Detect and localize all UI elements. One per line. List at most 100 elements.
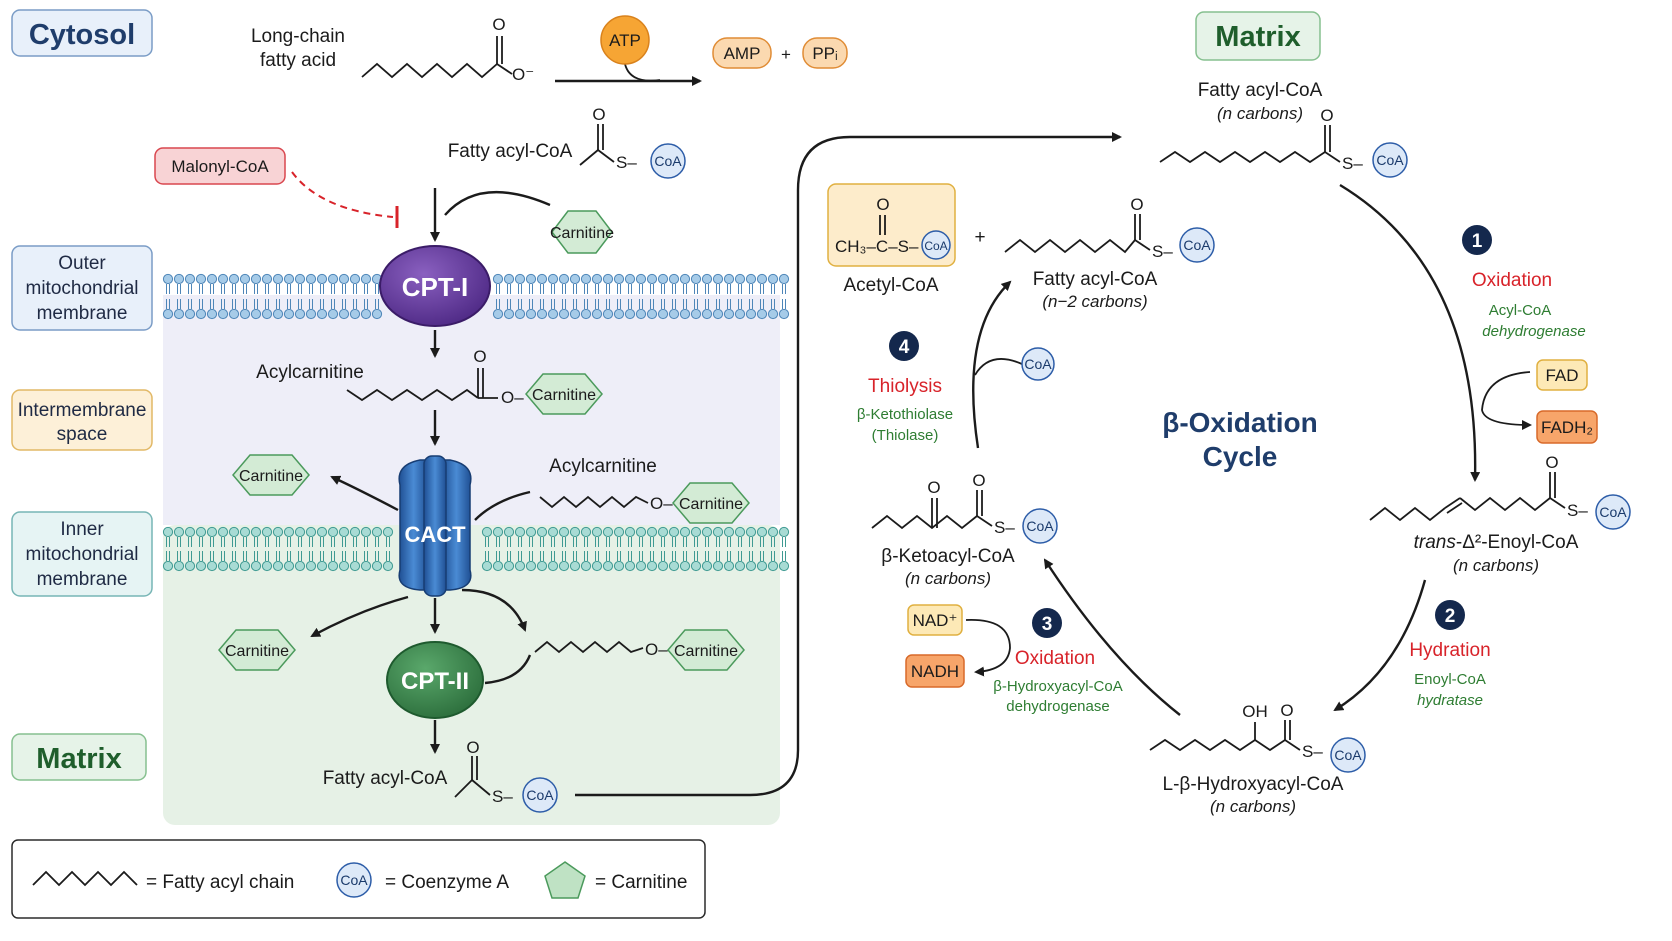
matrix-thioester-s: S– (492, 787, 513, 806)
lipid-head (371, 560, 383, 572)
lipid-head (690, 526, 702, 538)
enoyl-coa-structure: O S– CoA (1369, 453, 1631, 530)
outer-membrane-line2: mitochondrial (26, 278, 139, 299)
lipid-head (492, 273, 504, 285)
lipid-head (492, 526, 504, 538)
lipid-head (228, 273, 240, 285)
lipid-head (591, 560, 603, 572)
lipid-head (745, 273, 757, 285)
lipid-head (547, 308, 559, 320)
step4-number: 4 (889, 331, 919, 361)
lipid-head (712, 308, 724, 320)
long-chain-label-1: Long-chain (251, 26, 345, 47)
enoyl-s: S– (1567, 501, 1588, 520)
hydroxy-sub: (n carbons) (1210, 797, 1296, 816)
step4-title: Thiolysis (868, 376, 942, 397)
lipid-head (316, 308, 328, 320)
lipid-head (360, 526, 372, 538)
coa-circle-icon (1330, 737, 1366, 773)
lipid-head (360, 308, 372, 320)
lipid-head (591, 308, 603, 320)
lipid-head (569, 273, 581, 285)
lipid-head (162, 526, 174, 538)
cpt1-enzyme: CPT-I (379, 245, 491, 327)
carnitine-hexagon-6 (667, 629, 745, 671)
fatty-acyl-coa-cytosol-structure: O S– CoA (579, 105, 686, 179)
keto-o-1: O (927, 478, 940, 497)
lipid-head (503, 526, 515, 538)
step2-title: Hydration (1409, 640, 1490, 661)
lipid-head (525, 560, 537, 572)
intermembrane-line1: Intermembrane (18, 400, 147, 421)
step2-enzyme-1: Enoyl-CoA (1414, 671, 1486, 688)
outer-membrane-line3: membrane (37, 303, 128, 324)
lipid-head (756, 526, 768, 538)
lipid-head (371, 308, 383, 320)
lipid-head (294, 273, 306, 285)
enoyl-name-rest: -Δ²-Enoyl-CoA (1456, 532, 1579, 553)
lipid-head (492, 308, 504, 320)
coa-circle-icon (1179, 227, 1215, 263)
nad-text: NAD⁺ (913, 611, 958, 630)
shortened-s: S– (1152, 242, 1173, 261)
lipid-head (646, 273, 658, 285)
lipid-head (635, 273, 647, 285)
lipid-head (503, 560, 515, 572)
lipid-head (272, 273, 284, 285)
coa-circle-icon (1021, 347, 1055, 381)
lipid-head (349, 308, 361, 320)
step2-enzyme-2: hydratase (1417, 692, 1483, 709)
acylcarnitine-to-cpt2 (484, 654, 532, 685)
lipid-head (261, 273, 273, 285)
nadh-text: NADH (911, 662, 959, 681)
lipid-head (613, 526, 625, 538)
acylcarnitine-ester-o: O– (501, 388, 524, 407)
lipid-head (305, 308, 317, 320)
lipid-head (327, 526, 339, 538)
atp-badge: ATP (600, 15, 650, 65)
lipid-head (382, 560, 394, 572)
lipid-head (734, 308, 746, 320)
lipid-head (173, 273, 185, 285)
lipid-head (723, 308, 735, 320)
lipid-head (778, 560, 790, 572)
lipid-head (206, 273, 218, 285)
lipid-head (316, 526, 328, 538)
inhibition-line (291, 171, 394, 218)
carnitine-text-5: Carnitine (225, 643, 289, 660)
carnitine-hexagon-icon (544, 861, 586, 899)
fad-badge: FAD (1536, 359, 1588, 391)
acylcarnitine-o: O (473, 347, 486, 366)
lipid-head (723, 526, 735, 538)
fatty-acid-structure: O O⁻ (361, 15, 534, 84)
lipid-head (613, 308, 625, 320)
lipid-head (547, 526, 559, 538)
lipid-head (536, 526, 548, 538)
lipid-head (569, 560, 581, 572)
coa-circle-icon (522, 777, 558, 813)
lipid-head (558, 308, 570, 320)
lipid-head (701, 526, 713, 538)
lipid-head (283, 308, 295, 320)
lipid-head (349, 560, 361, 572)
lipid-head (734, 560, 746, 572)
lipid-head (536, 560, 548, 572)
lipid-head (756, 560, 768, 572)
lipid-head (338, 526, 350, 538)
shortened-name: Fatty acyl-CoA (1033, 269, 1158, 290)
lipid-head (679, 273, 691, 285)
step3-num-text: 3 (1042, 614, 1053, 635)
connector-to-cycle (575, 132, 1122, 797)
lipid-head (756, 273, 768, 285)
acylcarnitine-label-2: Acylcarnitine (549, 456, 657, 477)
step4-enzyme-2: (Thiolase) (872, 427, 939, 444)
lipid-head (217, 526, 229, 538)
lipid-head (547, 560, 559, 572)
lipid-head (712, 273, 724, 285)
cytosol-label: Cytosol (11, 9, 153, 57)
lipid-head (217, 560, 229, 572)
cpt1-text: CPT-I (402, 272, 468, 302)
lipid-head (228, 308, 240, 320)
lipid-head (250, 560, 262, 572)
lipid-head (316, 273, 328, 285)
